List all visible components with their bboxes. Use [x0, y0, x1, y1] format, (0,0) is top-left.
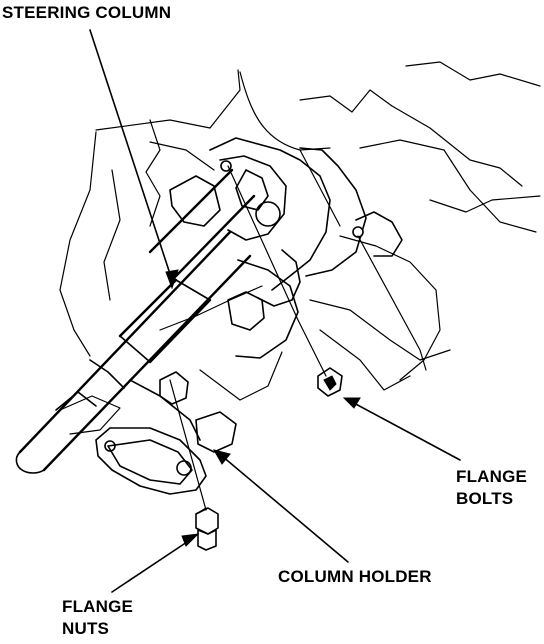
flange-bolts-label: FLANGE BOLTS: [456, 466, 527, 510]
steering-column-text: STEERING COLUMN: [2, 3, 172, 22]
steering-column-shaft: [15, 168, 256, 474]
background-structure: [59, 61, 541, 435]
flange-bolts-line1: FLANGE: [456, 467, 528, 486]
flange-bolt: [220, 149, 427, 397]
flange-bolts-line2: BOLTS: [456, 489, 514, 508]
column-holder-body: [169, 137, 403, 359]
steering-column-label: STEERING COLUMN: [2, 2, 171, 24]
leader-lines: [89, 29, 461, 593]
flange-nut: [169, 379, 219, 551]
flange-nuts-label: FLANGE NUTS: [62, 596, 133, 640]
flange-nuts-line2: NUTS: [62, 619, 110, 638]
column-holder-flange: [95, 371, 237, 495]
column-holder-label: COLUMN HOLDER: [278, 566, 432, 588]
flange-nuts-line1: FLANGE: [62, 597, 134, 616]
column-holder-text: COLUMN HOLDER: [278, 567, 432, 586]
